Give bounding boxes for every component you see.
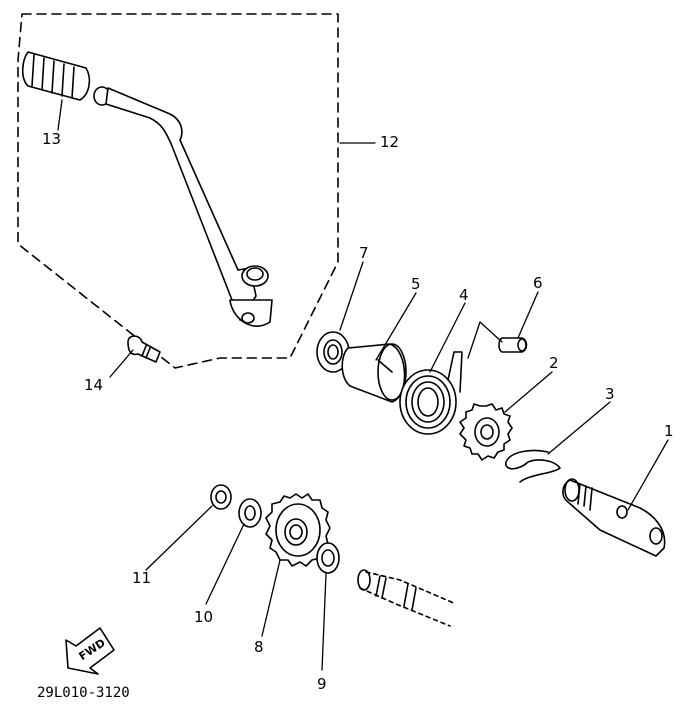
spring-guide — [341, 343, 407, 403]
callout-10: 10 — [194, 608, 214, 626]
drawing-code: 29L010-3120 — [37, 685, 130, 701]
circlip — [210, 484, 232, 510]
callout-3: 3 — [605, 385, 615, 403]
clip — [505, 449, 561, 483]
callout-6: 6 — [533, 274, 543, 292]
callout-1: 1 — [664, 422, 674, 440]
kick-idle-gear — [265, 493, 331, 567]
callout-2: 2 — [549, 354, 559, 372]
callout-11: 11 — [132, 569, 152, 587]
washer-9 — [316, 542, 340, 574]
callout-12: 12 — [380, 133, 400, 151]
torsion-spring — [399, 351, 463, 435]
secondary-shaft — [357, 569, 457, 627]
oil-seal — [316, 331, 350, 373]
callout-5: 5 — [411, 275, 421, 293]
spring-stopper — [498, 337, 528, 353]
leader-lines — [57, 99, 669, 671]
forward-direction-arrow — [65, 627, 115, 675]
kick-crank-lever — [21, 51, 273, 327]
callout-7: 7 — [359, 244, 369, 262]
kick-lever-bolt — [127, 335, 161, 363]
callout-14: 14 — [84, 376, 104, 394]
kick-axle — [562, 478, 666, 557]
callout-13: 13 — [42, 130, 62, 148]
callout-8: 8 — [254, 638, 264, 656]
kick-lever-assembly-boundary — [17, 13, 339, 369]
callout-9: 9 — [317, 675, 327, 693]
ratchet-wheel — [459, 403, 513, 461]
washer-10 — [238, 498, 262, 528]
callout-4: 4 — [459, 286, 469, 304]
